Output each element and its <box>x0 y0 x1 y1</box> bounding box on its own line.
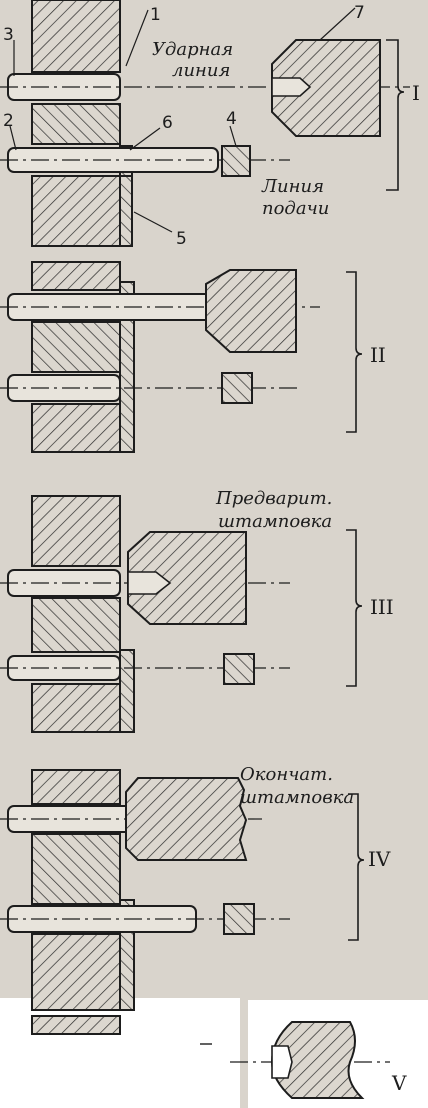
stripper-plate <box>119 281 135 453</box>
fixed-die-block <box>31 683 121 733</box>
stripper-plate <box>119 175 133 247</box>
fixed-die-block <box>31 403 121 453</box>
punch-cavity <box>127 571 172 595</box>
stop-gauge <box>221 145 251 177</box>
leader-line <box>229 125 237 147</box>
stage-1-group: 1 3 2 6 4 5 7 Ударная линия Линия подачи… <box>0 0 420 249</box>
fixed-die-block <box>31 1015 121 1035</box>
pre-stamping-label-1: Предварит. <box>215 488 332 509</box>
fixed-die-block <box>31 261 121 291</box>
label-3: 3 <box>3 25 14 45</box>
leader-line <box>133 211 173 233</box>
stage-brace <box>386 39 405 191</box>
leader-line <box>125 9 149 67</box>
label-1: 1 <box>150 5 161 25</box>
final-stamping-label-1: Окончат. <box>240 764 333 785</box>
fixed-die-block <box>31 0 121 73</box>
stop-gauge <box>221 372 253 404</box>
leader-line <box>9 125 17 151</box>
label-5: 5 <box>176 229 187 249</box>
punch-tool <box>205 269 297 353</box>
feed-line-label-1: Линия <box>261 176 324 197</box>
pre-stamping-label-2: штамповка <box>218 511 332 532</box>
label-7: 7 <box>354 3 365 23</box>
stripper-plate <box>119 649 135 733</box>
label-2: 2 <box>3 111 14 131</box>
stage-brace <box>346 271 363 433</box>
impact-line-label-1: Ударная <box>152 39 233 60</box>
stage-5-group: V <box>31 1000 428 1108</box>
final-stamping-label-2: штамповка <box>240 787 354 808</box>
fixed-die-block <box>31 103 121 145</box>
leader-line <box>129 127 161 151</box>
label-6: 6 <box>162 113 173 133</box>
impact-line-label-2: линия <box>172 60 230 81</box>
stage-brace <box>348 793 365 941</box>
feed-line-label-2: подачи <box>262 198 329 219</box>
punch-tool <box>271 39 381 137</box>
stage-label-IV: IV <box>368 847 391 871</box>
stage-3-group: Предварит. штамповка III <box>0 488 394 733</box>
fixed-die-block <box>31 495 121 567</box>
stage-label-V: V <box>391 1071 407 1095</box>
stage-brace <box>346 529 363 687</box>
stage-label-II: II <box>370 343 386 367</box>
stop-gauge <box>223 653 255 685</box>
blank-area <box>0 998 240 1108</box>
forging-head-recess <box>271 1045 293 1079</box>
fixed-die-block <box>31 321 121 373</box>
fixed-die-block <box>31 833 121 905</box>
stage-4-group: Окончат. штамповка IV <box>0 764 391 1011</box>
label-4: 4 <box>226 109 237 129</box>
stop-gauge <box>223 903 255 935</box>
stage-label-III: III <box>370 595 394 619</box>
fixed-die-block <box>31 769 121 805</box>
fixed-die-block <box>31 175 121 247</box>
stage-label-I: I <box>412 81 420 105</box>
fixed-die-block <box>31 597 121 653</box>
fixed-die-block <box>31 933 121 1011</box>
punch-cavity <box>271 77 312 97</box>
punch-tool <box>127 531 247 625</box>
leader-line <box>319 7 356 41</box>
stage-2-group: II <box>0 261 386 453</box>
punch-tool <box>125 777 248 861</box>
